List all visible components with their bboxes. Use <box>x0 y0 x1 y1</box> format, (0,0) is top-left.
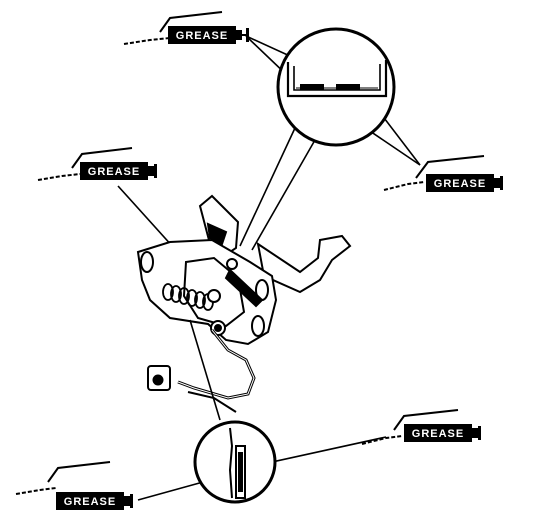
grease-gun-top-left: GREASE <box>123 11 249 45</box>
grease-label: GREASE <box>412 428 464 440</box>
detail-connector <box>189 319 221 421</box>
striker-detail-circle <box>239 27 396 251</box>
grease-label: GREASE <box>88 166 140 178</box>
grease-label: GREASE <box>434 178 486 190</box>
cable-guide-detail-circle <box>189 319 277 504</box>
grease-label: GREASE <box>64 496 116 508</box>
grease-label: GREASE <box>176 30 228 42</box>
leader-lines <box>117 35 421 501</box>
detail-connector <box>251 139 316 251</box>
grease-gun-mid-left: GREASE <box>37 147 157 181</box>
grease-gun-right: GREASE <box>383 155 503 192</box>
grease-gun-bottom-right: GREASE <box>361 409 481 445</box>
grease-gun-bottom-left: GREASE <box>15 461 133 510</box>
detail-connector <box>239 127 296 247</box>
release-cable <box>147 329 256 413</box>
hood-latch-assembly <box>136 194 352 346</box>
